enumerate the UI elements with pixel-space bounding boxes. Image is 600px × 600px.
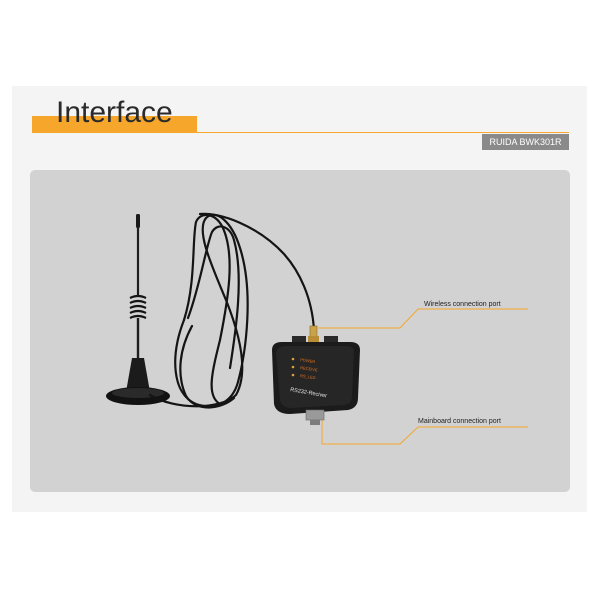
page-title: Interface [56,96,173,129]
receiver-box: POWER RECEIVE RS_LED RS232-Reciver [272,336,360,414]
mainboard-port-label: Mainboard connection port [418,418,501,425]
led-indicator [291,373,295,377]
led-label-power: POWER [300,357,316,364]
product-photo-area [30,170,570,492]
antenna [106,214,170,405]
led-indicator [291,365,295,369]
title-accent-bar [32,116,197,133]
antenna-base-neck [126,358,150,392]
antenna-coil [129,294,147,319]
led-label-rs-led: RS_LED [300,373,316,380]
led-indicator [291,357,295,361]
mainboard-port-connector [305,409,325,425]
led-label-receive: RECEIVE [300,365,318,372]
wireless-port-label: Wireless connection port [424,301,501,308]
title-underline [197,132,569,133]
antenna-tip [136,214,140,228]
antenna-cable [148,212,316,409]
callout-lines [318,308,528,445]
model-badge: RUIDA BWK301R [482,134,569,150]
wireless-port-connector [308,325,319,342]
